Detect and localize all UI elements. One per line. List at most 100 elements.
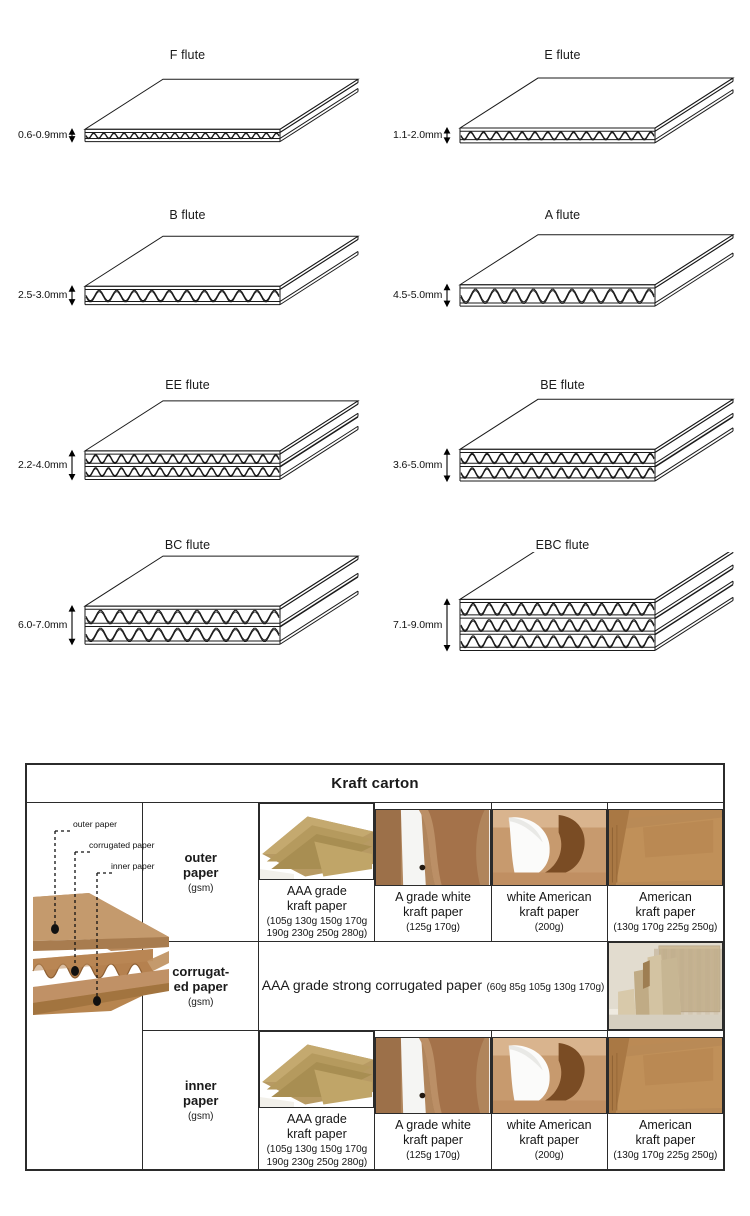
row-label-inner-line1: inner	[184, 1077, 217, 1093]
paper-gsm-outer-1-line1: (125g 170g)	[406, 922, 461, 934]
paper-gsm-inner-0-line1: (105g 130g 150g 170g	[266, 1144, 368, 1156]
flute-thickness-label: 0.6-0.9mm	[18, 129, 68, 141]
corrugated-structure-art	[32, 830, 169, 1015]
flute-diagram-f: F flute 0.6-0.9mm	[0, 40, 375, 210]
paper-name-inner-2-line1: white American	[506, 1118, 592, 1133]
row-label-corrugated-line1: corrugat-	[172, 963, 230, 979]
flat-brown-kraft-sheet-art	[608, 1038, 722, 1114]
flute-diagram-e: E flute 1.1-2.0mm	[375, 40, 750, 210]
flute-title: BC flute	[164, 538, 211, 552]
flute-diagram-a: A flute 4.5-5.0mm	[375, 200, 750, 370]
flute-board-illustration	[0, 62, 375, 210]
white-curled-sheet-art	[492, 810, 606, 886]
paper-name-outer-3-line1: American	[638, 890, 692, 905]
diagram-label-corrugated-paper: corrugated paper	[89, 840, 155, 850]
row-label-outer-paper: outer paper (gsm)	[142, 802, 260, 942]
swatch-stacked-brown-kraft-sheets-icon	[259, 803, 375, 881]
swatch-corrugated-fluting-rolls-icon	[607, 941, 723, 1030]
paper-gsm-inner-3-line1: (130g 170g 225g 250g)	[613, 1150, 718, 1162]
flute-thickness-label: 2.5-3.0mm	[18, 289, 68, 301]
flute-diagram-be: BE flute 3.6-5.0mm	[375, 370, 750, 540]
swatch-stacked-brown-kraft-sheets-icon	[259, 1031, 375, 1109]
row-unit-corrugated: (gsm)	[187, 997, 214, 1009]
swatch-brown-roll-white-backing-icon	[375, 1037, 491, 1115]
paper-name-inner-3-line1: American	[638, 1118, 692, 1133]
row-label-outer-line1: outer	[184, 849, 217, 865]
paper-name-outer-1-line1: A grade white	[395, 890, 471, 905]
row-label-corrugated-line2: ed paper	[173, 978, 228, 994]
flute-title: EBC flute	[535, 538, 590, 552]
diagram-label-inner-paper: inner paper	[111, 861, 155, 871]
flute-thickness-label: 1.1-2.0mm	[393, 129, 443, 141]
paper-cell-outer-0: AAA grade kraft paper (105g 130g 150g 17…	[258, 802, 376, 942]
paper-name-outer-0-line2: kraft paper	[287, 899, 347, 914]
flat-brown-kraft-sheet-art	[608, 810, 722, 886]
flute-board-illustration	[0, 552, 375, 700]
flute-board-illustration	[375, 62, 750, 210]
paper-name-outer-2-line1: white American	[506, 890, 592, 905]
swatch-brown-roll-white-backing-icon	[375, 809, 491, 887]
paper-gsm-outer-0-line2: 190g 230g 250g 280g)	[266, 928, 368, 940]
paper-name-inner-1-line1: A grade white	[395, 1118, 471, 1133]
row-label-inner-line2: paper	[183, 1093, 219, 1109]
corrugated-description-gsm: (60g 85g 105g 130g 170g)	[486, 981, 605, 993]
flute-title: E flute	[544, 48, 581, 62]
flute-board-illustration	[375, 552, 750, 700]
paper-gsm-inner-1-line1: (125g 170g)	[406, 1150, 461, 1162]
paper-gsm-outer-2-line1: (200g)	[534, 922, 564, 934]
brown-roll-white-backing-art	[376, 810, 490, 886]
flute-title: EE flute	[165, 378, 210, 392]
flute-board-illustration	[0, 392, 375, 540]
paper-cell-outer-3: American kraft paper (130g 170g 225g 250…	[606, 802, 725, 942]
flute-title: BE flute	[540, 378, 585, 392]
corrugated-description-cell: AAA grade strong corrugated paper (60g 8…	[258, 940, 608, 1032]
paper-gsm-outer-3-line1: (130g 170g 225g 250g)	[613, 922, 718, 934]
flute-thickness-label: 4.5-5.0mm	[393, 289, 443, 301]
paper-cell-inner-2: white American kraft paper (200g)	[490, 1030, 608, 1170]
brown-roll-white-backing-art	[376, 1038, 490, 1114]
flute-thickness-label: 7.1-9.0mm	[393, 619, 443, 631]
corrugated-description-main: AAA grade strong corrugated paper	[261, 976, 482, 993]
stacked-kraft-sheets-art	[260, 804, 374, 880]
row-unit-outer: (gsm)	[187, 883, 214, 895]
table-title: Kraft carton	[26, 764, 724, 803]
corrugated-structure-diagram: outer paper corrugated paper inner paper	[25, 802, 169, 1170]
paper-name-outer-3-line2: kraft paper	[635, 905, 696, 920]
flute-thickness-label: 6.0-7.0mm	[18, 619, 68, 631]
table-row-inner-paper: inner paper (gsm) AAA grade kraft paper	[27, 1030, 725, 1170]
paper-gsm-inner-0-line2: 190g 230g 250g 280g)	[266, 1156, 368, 1168]
paper-name-inner-0-line2: kraft paper	[287, 1127, 347, 1142]
corrugated-image-cell	[606, 940, 725, 1032]
flute-diagram-section: F flute 0.6-0.9mm E flute 1.1-2.0mm B flute 2…	[0, 40, 750, 740]
flute-title: B flute	[169, 208, 206, 222]
paper-gsm-outer-0-line1: (105g 130g 150g 170g	[266, 916, 368, 928]
swatch-white-curled-sheet-icon	[491, 809, 607, 887]
flute-board-illustration	[0, 222, 375, 370]
paper-name-outer-2-line2: kraft paper	[519, 905, 580, 920]
flute-board-illustration	[375, 222, 750, 370]
paper-cell-outer-1: A grade white kraft paper (125g 170g)	[374, 802, 492, 942]
swatch-flat-brown-kraft-sheet-icon	[607, 1037, 723, 1115]
diagram-label-outer-paper: outer paper	[73, 819, 117, 829]
flute-diagram-ebc: EBC flute 7.1-9.0mm	[375, 530, 750, 700]
paper-name-outer-0-line1: AAA grade	[287, 884, 347, 899]
paper-name-inner-2-line2: kraft paper	[519, 1133, 580, 1148]
stacked-kraft-sheets-art	[260, 1032, 374, 1108]
swatch-white-curled-sheet-icon	[491, 1037, 607, 1115]
flute-title: F flute	[169, 48, 206, 62]
flute-thickness-label: 3.6-5.0mm	[393, 459, 443, 471]
paper-cell-inner-1: A grade white kraft paper (125g 170g)	[374, 1030, 492, 1170]
paper-gsm-inner-2-line1: (200g)	[534, 1150, 564, 1162]
flute-title: A flute	[544, 208, 581, 222]
paper-name-inner-3-line2: kraft paper	[635, 1133, 696, 1148]
paper-name-inner-0-line1: AAA grade	[287, 1112, 347, 1127]
row-unit-inner: (gsm)	[187, 1111, 214, 1123]
table-row-outer-paper: outer paper corrugated paper inner paper o…	[25, 802, 725, 1170]
flute-diagram-b: B flute 2.5-3.0mm	[0, 200, 375, 370]
flute-diagram-bc: BC flute 6.0-7.0mm	[0, 530, 375, 700]
paper-cell-outer-2: white American kraft paper (200g)	[490, 802, 608, 942]
paper-name-inner-1-line2: kraft paper	[403, 1133, 463, 1148]
white-curled-sheet-art	[492, 1038, 606, 1114]
row-label-outer-line2: paper	[183, 864, 219, 880]
